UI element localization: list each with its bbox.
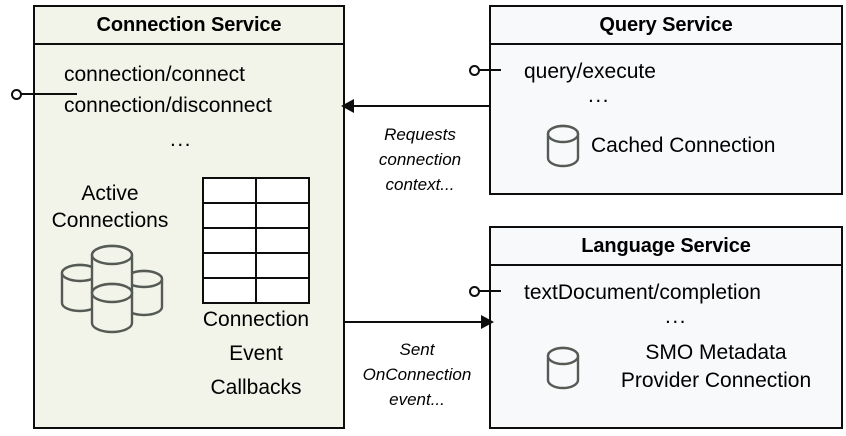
query-service-provided-interface-icon[interactable]	[469, 65, 501, 77]
query-service-title: Query Service	[491, 7, 841, 45]
query-service-body	[491, 45, 841, 193]
table-row	[204, 229, 308, 254]
language-service-endpoint-0[interactable]: textDocument/completion	[524, 281, 761, 304]
query-service-box[interactable]: Query Service	[489, 5, 843, 195]
table-cell	[257, 279, 308, 302]
table-cell	[204, 179, 257, 202]
requests-connection-context-label-line1: Requests	[384, 125, 456, 144]
requests-connection-context-label-line2: connection	[378, 150, 462, 169]
lollipop-stem	[21, 93, 77, 95]
requests-connection-context-arrow-head	[341, 99, 354, 113]
table-cell	[257, 179, 308, 202]
connection-event-callbacks-line1: Connection	[202, 308, 310, 331]
table-row	[204, 204, 308, 229]
sent-onconnection-event-arrow-line	[344, 321, 484, 323]
table-cell	[204, 229, 257, 252]
language-service-provided-interface-icon[interactable]	[469, 286, 501, 298]
language-service-database-cylinder-icon	[545, 345, 581, 391]
table-cell	[257, 229, 308, 252]
table-cell	[204, 254, 257, 277]
cached-connection-label: Cached Connection	[591, 134, 776, 157]
table-row	[204, 254, 308, 279]
connection-event-callbacks-line3: Callbacks	[210, 376, 302, 399]
lollipop-stem	[479, 290, 501, 292]
sent-onconnection-event-label-line2: OnConnection	[362, 365, 472, 384]
smo-metadata-label-line2: Provider Connection	[620, 369, 812, 392]
connection-service-endpoint-0[interactable]: connection/connect	[64, 63, 245, 86]
sent-onconnection-event-arrow-head	[481, 315, 494, 329]
lollipop-stem	[479, 69, 501, 71]
connection-service-title: Connection Service	[35, 7, 343, 45]
requests-connection-context-arrow-line	[350, 105, 491, 107]
language-service-box[interactable]: Language Service	[489, 226, 843, 429]
query-service-endpoint-0[interactable]: query/execute	[524, 60, 656, 83]
smo-metadata-label-line1: SMO Metadata	[645, 341, 787, 364]
query-service-database-cylinder-icon	[545, 123, 581, 169]
connection-service-ellipsis: ...	[170, 128, 193, 151]
requests-connection-context-label-line3: context...	[385, 175, 455, 194]
sent-onconnection-event-label-line1: Sent	[399, 340, 435, 359]
connection-service-provided-interface-icon[interactable]	[11, 89, 77, 101]
active-connections-label-line2: Connections	[51, 209, 169, 232]
language-service-body	[491, 266, 841, 427]
sent-onconnection-event-label-line3: event...	[389, 390, 445, 409]
language-service-ellipsis: ...	[665, 305, 688, 328]
connection-service-endpoint-1[interactable]: connection/disconnect	[64, 94, 272, 117]
language-service-title: Language Service	[491, 228, 841, 266]
table-cell	[204, 204, 257, 227]
active-connections-label-line1: Active	[81, 182, 139, 205]
table-cell	[257, 204, 308, 227]
table-row	[204, 279, 308, 302]
connection-event-callbacks-line2: Event	[229, 342, 283, 365]
query-service-ellipsis: ...	[588, 84, 611, 107]
table-row	[204, 179, 308, 204]
table-cell	[204, 279, 257, 302]
database-cluster-icon	[52, 243, 172, 335]
table-cell	[257, 254, 308, 277]
table-grid-icon	[202, 177, 310, 304]
